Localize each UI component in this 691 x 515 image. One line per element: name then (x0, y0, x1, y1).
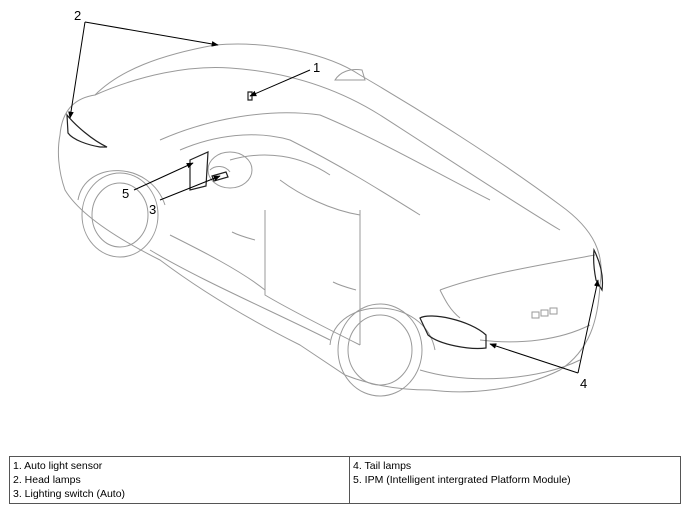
tail-lamp-right-shape (593, 247, 604, 292)
legend-table: 1. Auto light sensor 2. Head lamps 3. Li… (9, 456, 681, 504)
callout-1: 1 (313, 60, 320, 75)
legend-item: 5. IPM (Intelligent intergrated Platform… (353, 474, 571, 486)
tail-lamp-left-shape (419, 315, 487, 350)
legend-row: 1. Auto light sensor 2. Head lamps 3. Li… (9, 456, 681, 504)
head-lamp-shape (66, 113, 108, 148)
callout-3: 3 (149, 202, 156, 217)
legend-item: 1. Auto light sensor (13, 460, 103, 472)
leader-lines (68, 21, 600, 374)
legend-column-left: 1. Auto light sensor 2. Head lamps 3. Li… (9, 456, 350, 504)
car-illustration (57, 43, 602, 397)
callout-4: 4 (580, 376, 587, 391)
legend-item: 3. Lighting switch (Auto) (13, 488, 126, 500)
callout-5: 5 (122, 186, 129, 201)
callout-2: 2 (74, 8, 81, 23)
legend-item: 2. Head lamps (13, 474, 81, 486)
ipm-shape (189, 151, 209, 191)
legend-item: 4. Tail lamps (353, 460, 412, 472)
legend-column-right: 4. Tail lamps 5. IPM (Intelligent interg… (349, 456, 681, 504)
car-component-location-diagram: 1 2 3 4 5 (57, 8, 604, 397)
